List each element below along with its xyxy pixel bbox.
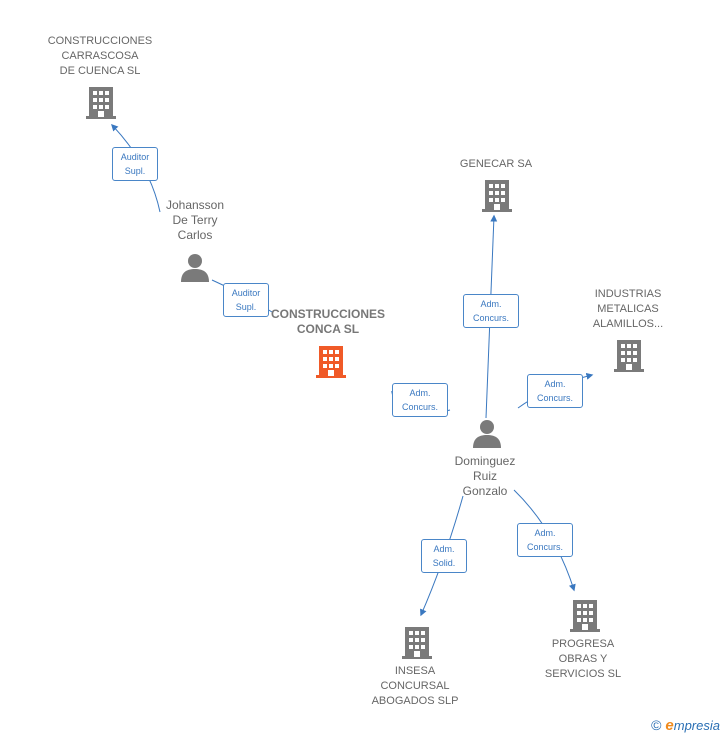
building-icon[interactable] [86, 85, 116, 119]
building-icon-highlight[interactable] [316, 344, 346, 378]
brand-logo-initial: e [665, 717, 674, 734]
brand-footer[interactable]: ©empresia [651, 717, 720, 734]
edge-label: Auditor Supl. [223, 283, 269, 317]
edge-label: Auditor Supl. [112, 147, 158, 181]
building-icon[interactable] [570, 598, 600, 632]
edge-label: Adm. Concurs. [392, 383, 448, 417]
node-label-insesa[interactable]: INSESA CONCURSAL ABOGADOS SLP [371, 665, 459, 707]
node-label-progresa[interactable]: PROGRESA OBRAS Y SERVICIOS SL [544, 638, 622, 680]
node-label-industrias[interactable]: INDUSTRIAS METALICAS ALAMILLOS... [592, 288, 664, 330]
node-label-dominguez[interactable]: Dominguez Ruiz Gonzalo [454, 454, 516, 498]
copyright-symbol: © [651, 717, 662, 733]
edge-label: Adm. Solid. [421, 539, 467, 573]
node-label-genecar[interactable]: GENECAR SA [459, 158, 533, 170]
node-label-conca[interactable]: CONSTRUCCIONES CONCA SL [270, 307, 385, 336]
edge-label: Adm. Concurs. [527, 374, 583, 408]
person-icon[interactable] [472, 418, 502, 448]
edge-label: Adm. Concurs. [517, 523, 573, 557]
building-icon[interactable] [482, 178, 512, 212]
building-icon[interactable] [402, 625, 432, 659]
node-label-carrascosa[interactable]: CONSTRUCCIONES CARRASCOSA DE CUENCA SL [47, 35, 153, 77]
building-icon[interactable] [614, 338, 644, 372]
person-icon[interactable] [180, 252, 210, 282]
edge-label: Adm. Concurs. [463, 294, 519, 328]
node-label-johansson[interactable]: Johansson De Terry Carlos [165, 198, 225, 242]
brand-logo-text: mpresia [673, 718, 720, 733]
